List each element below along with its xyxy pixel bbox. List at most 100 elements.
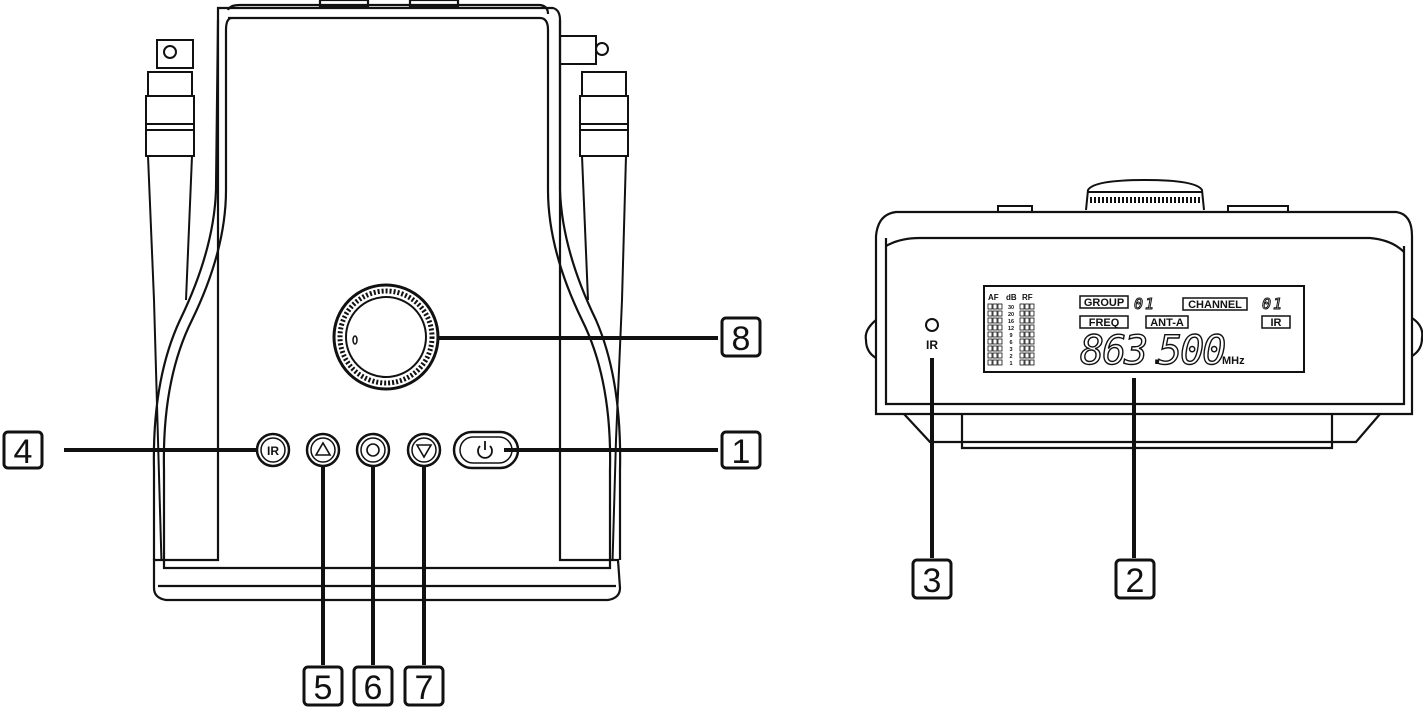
rf-meter-cell [1024,359,1030,366]
af-meter-cell [987,338,993,345]
top-knob [997,178,1289,213]
db-scale-label: 2 [1009,354,1012,360]
af-meter-cell [997,359,1003,366]
lcd-group-label: GROUP [1084,297,1124,309]
af-meter-cell [987,303,993,310]
rf-meter-cell [1019,338,1025,345]
af-meter-cell [992,359,998,366]
callout-8-number: 8 [732,320,751,358]
up-button[interactable] [305,432,341,468]
callout-5: 5 [302,665,344,707]
af-meter-cell [992,317,998,324]
af-meter-cell [992,345,998,352]
lcd-frequency-separator: . [1148,337,1166,372]
af-meter-cell [992,303,998,310]
rf-meter-cell [1029,345,1035,352]
lcd-rf-label: RF [1022,293,1033,302]
power-icon [477,441,493,459]
callout-2-number: 2 [1126,562,1145,600]
rf-meter-cell [1019,359,1025,366]
af-meter-cell [997,317,1003,324]
lcd-group-value: 01 [1134,295,1156,313]
lcd-freq-label: FREQ [1089,317,1120,329]
front-view: IR [64,0,718,665]
rf-meter-cell [1019,310,1025,317]
rf-meter-cell [1024,331,1030,338]
rf-meter-cell [1019,317,1025,324]
callout-1-number: 1 [732,433,751,471]
af-meter [987,303,1003,366]
rf-meter-cell [1029,310,1035,317]
af-meter-cell [997,345,1003,352]
rf-meter-cell [1024,345,1030,352]
up-triangle-icon [314,441,332,456]
db-scale-label: 9 [1009,333,1012,339]
lcd-channel-value: 01 [1262,295,1284,313]
down-triangle-icon [415,444,433,459]
lcd-db-label: dB [1006,293,1017,302]
rf-meter-cell [1024,324,1030,331]
af-meter-cell [992,352,998,359]
ir-sensor-label: IR [926,338,938,352]
lcd-frequency-integer: 863 [1080,328,1146,374]
rf-meter-cell [1019,331,1025,338]
rf-meter-cell [1019,352,1025,359]
callout-6: 6 [352,665,394,707]
rf-meter [1019,303,1035,366]
db-scale-label: 1 [1009,361,1012,367]
volume-knob[interactable] [332,283,440,391]
af-meter-cell [992,324,998,331]
leader-lines-top [930,358,1136,558]
af-meter-cell [997,352,1003,359]
lcd-ir-indicator: IR [1271,317,1282,329]
rf-meter-cell [1019,345,1025,352]
af-meter-cell [997,310,1003,317]
callout-1: 1 [720,430,762,471]
db-scale-label: 6 [1009,340,1012,346]
callout-7: 7 [403,665,445,707]
rf-meter-cell [1024,338,1030,345]
lcd-af-label: AF [988,293,999,302]
af-meter-cell [992,331,998,338]
callout-3: 3 [911,558,953,600]
callout-7-number: 7 [415,669,434,707]
ir-sensor: IR [925,318,939,352]
left-antenna [145,39,195,581]
set-button[interactable] [355,432,391,468]
callout-4-number: 4 [14,433,33,471]
down-button[interactable] [406,432,442,468]
af-meter-cell [987,324,993,331]
callout-2: 2 [1114,558,1156,600]
rf-meter-cell [1029,324,1035,331]
rf-meter-cell [1029,303,1035,310]
rf-meter-cell [1024,317,1030,324]
callout-3-number: 3 [923,562,942,600]
lcd-frequency-unit: MHz [1222,355,1245,367]
rf-meter-cell [1019,324,1025,331]
lcd-channel-label: CHANNEL [1188,299,1242,311]
rf-meter-cell [1029,338,1035,345]
rf-meter-cell [1029,317,1035,324]
leader-lines-front [64,336,718,665]
rf-meter-cell [1029,331,1035,338]
lcd-antenna-label: ANT-A [1150,317,1184,329]
af-meter-cell [992,338,998,345]
ir-button-label: IR [267,444,279,458]
af-meter-cell [987,331,993,338]
lcd-frequency-decimal: 500 [1158,328,1225,374]
af-meter-cell [987,352,993,359]
ir-button[interactable]: IR [255,432,291,468]
af-meter-cell [997,303,1003,310]
right-antenna [559,35,629,581]
af-meter-cell [987,345,993,352]
callout-6-number: 6 [364,669,383,707]
circle-icon [366,443,380,457]
db-scale-label: 16 [1008,319,1014,325]
db-scale-label: 12 [1008,326,1014,332]
rf-meter-cell [1024,310,1030,317]
db-scale-label: 3 [1009,347,1012,353]
af-meter-cell [992,310,998,317]
